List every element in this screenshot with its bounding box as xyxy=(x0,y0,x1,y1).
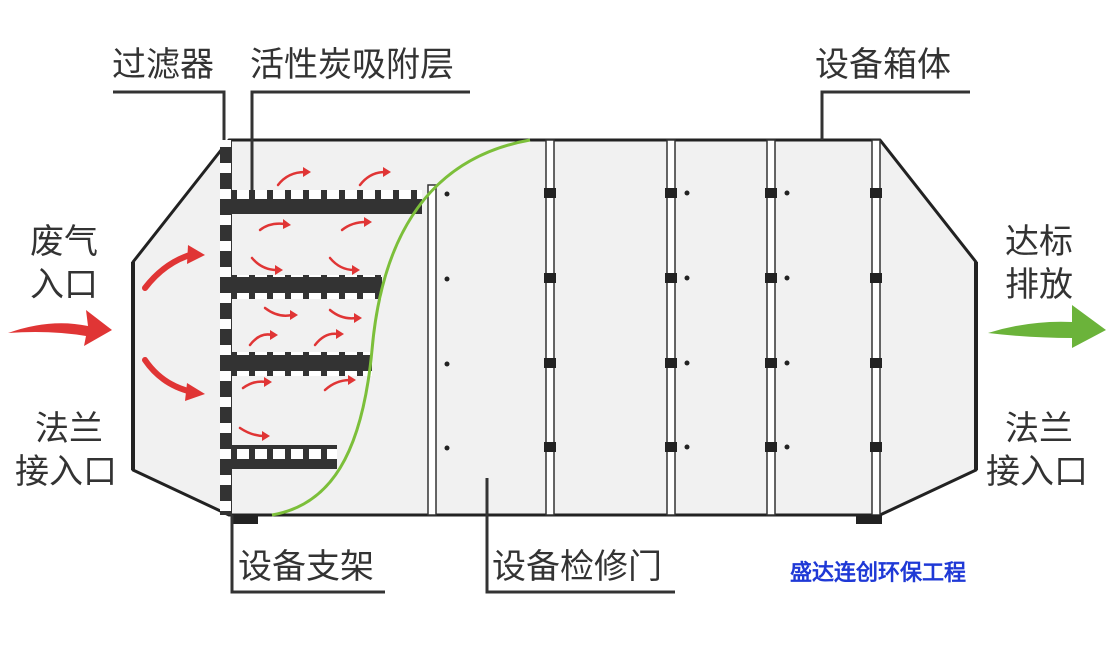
labels: 过滤器 活性炭吸附层 设备箱体 废气 入口 达标 排放 法兰 接入口 法兰 接入… xyxy=(15,45,1088,587)
inflow-arrows xyxy=(142,245,205,401)
label-flange-right-line1: 法兰 xyxy=(1005,409,1073,449)
label-door: 设备检修门 xyxy=(492,547,662,587)
carbon-tray xyxy=(232,275,382,299)
door-opening-curve xyxy=(271,138,531,517)
clean-outlet-arrow xyxy=(988,305,1106,348)
door-post xyxy=(765,139,790,516)
label-box: 设备箱体 xyxy=(815,45,951,85)
carbon-trays xyxy=(232,190,422,469)
door-posts xyxy=(427,139,882,516)
label-support: 设备支架 xyxy=(238,547,374,587)
support-foot-left xyxy=(232,515,258,524)
door-post xyxy=(665,139,690,516)
carbon-tray xyxy=(232,190,422,214)
equipment-support xyxy=(232,515,882,524)
label-inlet-line2: 入口 xyxy=(30,265,98,305)
label-flange-right-line2: 接入口 xyxy=(986,452,1088,492)
label-inlet-line1: 废气 xyxy=(30,222,98,262)
door-post xyxy=(427,184,450,516)
door-post xyxy=(870,139,882,516)
label-outlet-line1: 达标 xyxy=(1005,222,1073,262)
label-flange-left-line2: 接入口 xyxy=(15,452,117,492)
label-carbon-layer: 活性炭吸附层 xyxy=(250,45,454,85)
label-filter: 过滤器 xyxy=(112,45,214,85)
filter-plate xyxy=(220,140,232,515)
label-flange-left-line1: 法兰 xyxy=(35,409,103,449)
carbon-tray xyxy=(232,445,337,469)
label-outlet-line2: 排放 xyxy=(1005,265,1073,305)
internal-flow-arrows xyxy=(238,167,391,441)
support-foot-right xyxy=(856,515,882,524)
brand-name: 盛达连创环保工程 xyxy=(790,560,966,586)
door-post xyxy=(544,139,556,516)
exhaust-inlet-arrow xyxy=(8,310,112,346)
leader-lines xyxy=(113,90,970,594)
carbon-tray xyxy=(232,352,372,376)
